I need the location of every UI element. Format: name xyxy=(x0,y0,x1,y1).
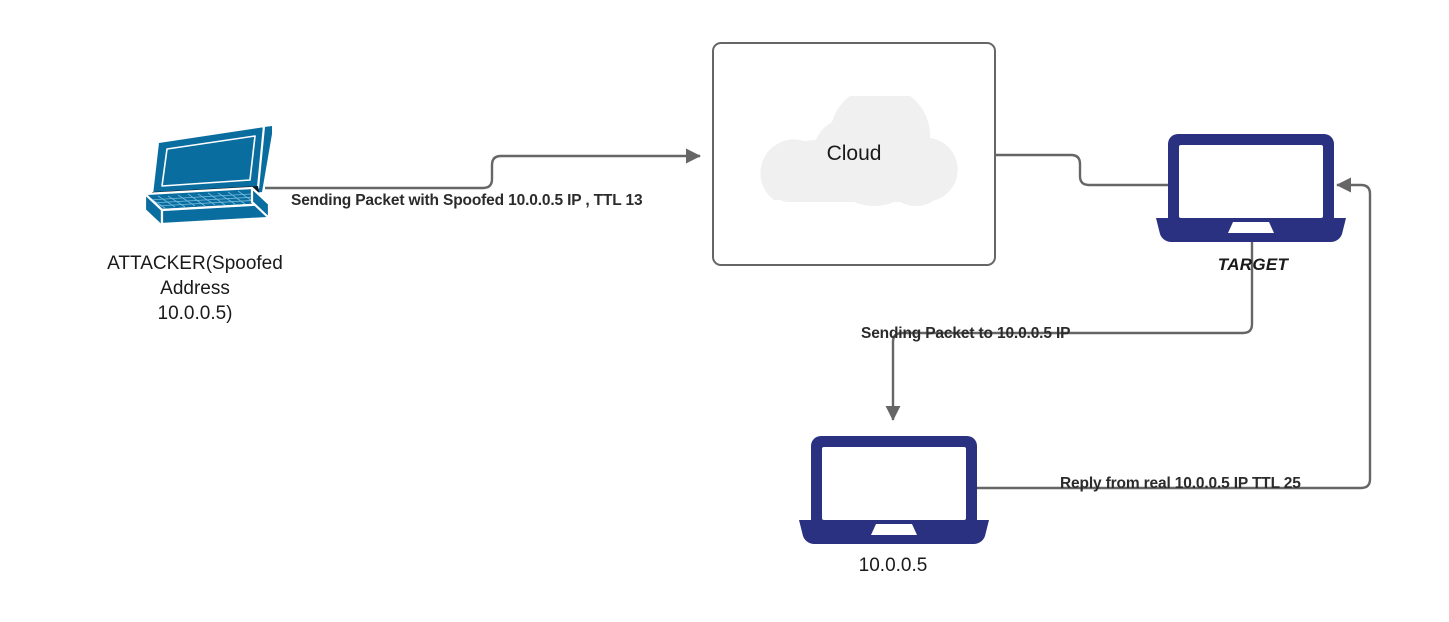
cloud-icon xyxy=(760,96,958,206)
edge-label-target-to-victim: Sending Packet to 10.0.0.5 IP xyxy=(861,325,1071,342)
edge-label-victim-to-target: Reply from real 10.0.0.5 IP TTL 25 xyxy=(1060,475,1301,492)
target-label: TARGET xyxy=(1217,255,1289,274)
wire-cloud-to-target xyxy=(996,153,1172,187)
victim-label: 10.0.0.5 xyxy=(858,555,928,576)
attacker-label: ATTACKER(Spoofed Address 10.0.0.5) xyxy=(107,253,283,324)
attacker-laptop-icon xyxy=(143,124,272,226)
target-laptop-icon xyxy=(1156,134,1346,243)
victim-laptop-icon xyxy=(799,436,989,545)
cloud-label: Cloud xyxy=(826,142,882,165)
wire-attacker-to-cloud xyxy=(265,148,701,190)
edge-label-attacker-to-cloud: Sending Packet with Spoofed 10.0.0.5 IP … xyxy=(291,192,643,209)
